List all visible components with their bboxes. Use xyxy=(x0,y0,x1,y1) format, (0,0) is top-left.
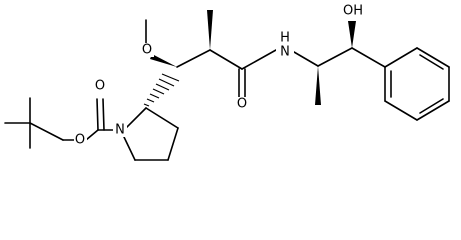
hydroxyl-carbon-bonds xyxy=(348,21,386,68)
ester-oxygen-label: O xyxy=(75,133,85,148)
amide-oxygen-label: O xyxy=(237,97,247,112)
pyrrolidine-ring xyxy=(123,107,179,161)
amide-carbonyl-bonds xyxy=(238,49,277,99)
amide-hydrogen-label: H xyxy=(280,31,290,46)
molecule-structure: O O N O O H N OH xyxy=(4,3,450,161)
methoxy-carbon-bonds xyxy=(145,19,211,68)
alpha-methyl-carbon-bonds xyxy=(207,10,243,70)
boc-carbonyl-oxygen-label: O xyxy=(95,79,105,94)
phenyl-ring xyxy=(384,47,450,121)
boc-carbamate-bonds xyxy=(62,98,115,141)
ring-nitrogen-label: N xyxy=(115,123,125,138)
methoxy-oxygen-label: O xyxy=(142,43,152,58)
amide-nitrogen-label: N xyxy=(280,45,290,60)
hydroxyl-label: OH xyxy=(343,4,363,19)
tert-butyl-group xyxy=(4,97,64,149)
amide-n-bonds xyxy=(293,47,353,105)
atom-labels: O O N O O H N OH xyxy=(74,3,366,148)
ring-stereo-hashed-bond xyxy=(143,73,180,107)
